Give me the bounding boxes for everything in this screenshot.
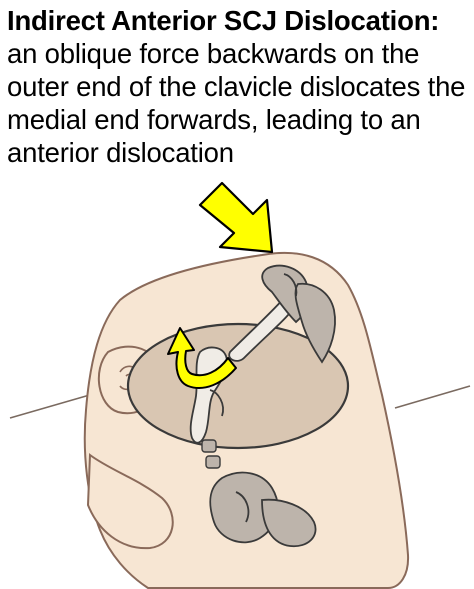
- floor-lines: [9, 385, 471, 419]
- diagram-caption: Indirect Anterior SCJ Dislocation: an ob…: [7, 4, 469, 169]
- caption-body: an oblique force backwards on the outer …: [7, 38, 466, 168]
- arm: [86, 453, 174, 550]
- spine: [201, 439, 221, 469]
- pelvis: [209, 471, 317, 548]
- force-arrow-icon: [198, 181, 274, 254]
- shoulder-joint: [261, 264, 336, 364]
- rotation-arrow-icon: [167, 327, 237, 389]
- caption-title: Indirect Anterior SCJ Dislocation:: [7, 5, 440, 36]
